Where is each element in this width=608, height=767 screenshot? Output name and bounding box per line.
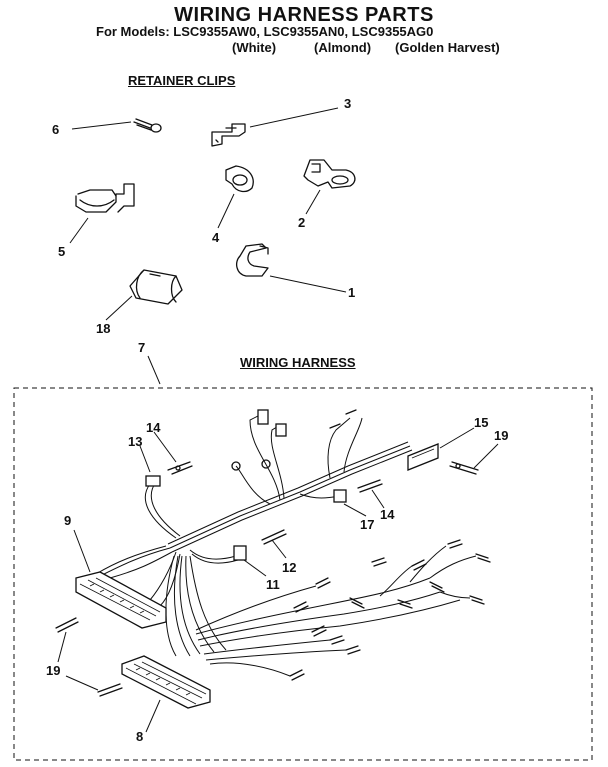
- callout-7: 7: [138, 340, 146, 355]
- connector-11: [233, 545, 247, 561]
- leader-3: [249, 107, 339, 128]
- terminal-14-lower: [357, 479, 383, 493]
- terminal-top-c: [329, 409, 357, 429]
- callout-5: 5: [58, 244, 66, 259]
- leader-7: [147, 355, 161, 385]
- terminal-19-left-lower: [97, 683, 123, 697]
- leader-1: [269, 275, 347, 293]
- callout-13: 13: [128, 434, 143, 449]
- page-title: WIRING HARNESS PARTS: [174, 4, 434, 26]
- callout-15: 15: [474, 415, 489, 430]
- callout-3: 3: [344, 96, 352, 111]
- variant-almond: (Almond): [314, 40, 372, 55]
- leader-14-lower: [371, 489, 385, 509]
- leader-12: [271, 539, 287, 559]
- section-retainer-clips: RETAINER CLIPS: [128, 73, 236, 88]
- connector-top-b: [275, 423, 287, 437]
- connector-13: [145, 475, 161, 487]
- harness-boundary-box: [13, 387, 593, 761]
- callout-18: 18: [96, 321, 111, 336]
- part-2-clip: [303, 159, 356, 189]
- leader-19-right: [473, 443, 499, 469]
- terminal-19-right: [449, 461, 479, 475]
- leader-17: [343, 503, 367, 517]
- section-wiring-harness: WIRING HARNESS: [240, 355, 356, 370]
- leader-8: [145, 699, 161, 733]
- callout-11: 11: [266, 577, 280, 592]
- part-6-screw: [133, 118, 162, 133]
- harness-wires: [95, 413, 477, 677]
- variant-golden-harvest: (Golden Harvest): [395, 40, 500, 55]
- connector-8: [121, 655, 211, 709]
- callout-14-upper: 14: [146, 420, 161, 435]
- callout-8: 8: [136, 729, 144, 744]
- part-4-clip: [225, 165, 254, 193]
- connector-17: [333, 489, 347, 503]
- leader-19-left-a: [57, 631, 67, 663]
- callout-19-right: 19: [494, 428, 509, 443]
- callout-12: 12: [282, 560, 297, 575]
- connector-15: [407, 443, 439, 471]
- leader-5: [69, 217, 89, 244]
- variant-white: (White): [232, 40, 277, 55]
- terminal-14-upper: [167, 461, 193, 475]
- callout-19-left: 19: [46, 663, 61, 678]
- callout-14-lower: 14: [380, 507, 395, 522]
- callout-17: 17: [360, 517, 375, 532]
- callout-6: 6: [52, 122, 60, 137]
- terminal-12: [261, 529, 287, 545]
- spade-terminals: [289, 539, 491, 681]
- leader-15: [439, 427, 475, 449]
- part-5-clip: [75, 183, 135, 213]
- part-18-sleeve: [129, 269, 183, 305]
- leader-4: [217, 193, 235, 229]
- leader-14-upper: [153, 431, 177, 463]
- ring-terminal-left: [231, 461, 241, 471]
- callout-1: 1: [348, 285, 356, 300]
- part-1-clip: [235, 243, 269, 277]
- leader-2: [305, 189, 321, 215]
- leader-9: [73, 529, 91, 573]
- terminal-19-left-upper: [55, 617, 79, 633]
- leader-18: [105, 295, 133, 321]
- callout-9: 9: [64, 513, 72, 528]
- leader-13: [139, 445, 151, 473]
- part-3-clip: [211, 123, 246, 147]
- model-numbers: For Models: LSC9355AW0, LSC9355AN0, LSC9…: [96, 24, 434, 39]
- leader-19-left-b: [65, 675, 99, 691]
- connector-top-a: [257, 409, 269, 425]
- connector-9: [75, 571, 167, 629]
- ring-terminal-right: [261, 459, 271, 469]
- leader-11: [243, 559, 267, 577]
- leader-6: [71, 121, 132, 130]
- callout-2: 2: [298, 215, 306, 230]
- callout-4: 4: [212, 230, 220, 245]
